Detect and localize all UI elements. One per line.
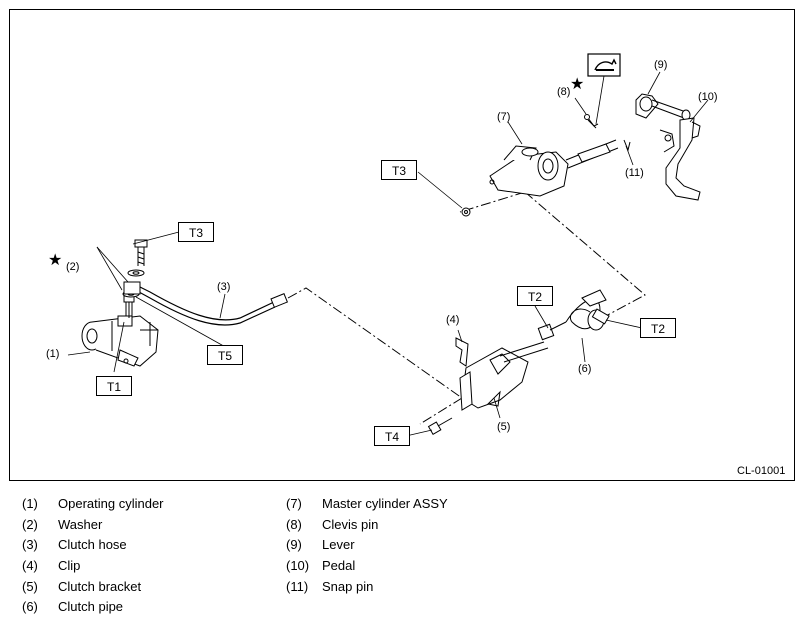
legend-number: (10)	[286, 558, 310, 573]
star-icon-clevis-pin: ★	[570, 76, 585, 93]
leader-t3-lower	[132, 231, 180, 245]
figure-code: CL-01001	[737, 465, 786, 477]
leader-snap-pin	[625, 145, 634, 166]
legend-item: (5) Clutch bracket	[22, 579, 272, 595]
legend-number: (2)	[22, 517, 38, 532]
leader-operating-cylinder	[67, 351, 91, 356]
operating-cylinder-part	[81, 315, 159, 367]
torque-label-t4: T4	[374, 426, 410, 446]
callout-master-cylinder: (7)	[497, 111, 511, 123]
exploded-view-drawing	[67, 53, 709, 437]
legend-name: Snap pin	[322, 579, 374, 594]
legend-item: (1) Operating cylinder	[22, 496, 272, 512]
legend-name: Master cylinder ASSY	[322, 496, 448, 511]
clutch-hose-part	[123, 281, 289, 326]
callout-clutch-bracket: (5)	[497, 421, 511, 433]
star-icon-washer: ★	[48, 252, 63, 269]
legend-name: Clutch pipe	[58, 599, 124, 614]
legend-number: (7)	[286, 496, 302, 511]
leader-t3-upper	[417, 171, 463, 209]
legend-name: Clutch bracket	[58, 579, 142, 594]
clip-part	[455, 337, 469, 367]
leader-master-cylinder	[507, 121, 523, 145]
legend-item: (9) Lever	[286, 537, 546, 553]
diagram-frame	[9, 9, 795, 481]
leader-t1	[113, 321, 125, 373]
lever-part	[635, 93, 691, 121]
leader-clutch-bracket	[493, 397, 501, 419]
legend-name: Clip	[58, 558, 81, 573]
torque-label-t2-lower: T2	[517, 286, 553, 306]
clutch-pipe-fitting-part	[537, 321, 567, 341]
clevis-pin-part	[584, 114, 599, 129]
legend-name: Lever	[322, 537, 355, 552]
torque-label-t3-upper: T3	[381, 160, 417, 180]
legend-item: (10) Pedal	[286, 558, 546, 574]
snap-pin-part	[623, 139, 631, 152]
legend-number: (3)	[22, 537, 38, 552]
leader-clevis-pin	[574, 97, 587, 115]
torque-label-t2-upper: T2	[640, 318, 676, 338]
legend-item: (3) Clutch hose	[22, 537, 272, 553]
torque-label-t1: T1	[96, 376, 132, 396]
legend-number: (5)	[22, 579, 38, 594]
legend-item: (6) Clutch pipe	[22, 599, 272, 615]
leader-t2-lower	[534, 305, 549, 329]
leader-pedal	[689, 99, 709, 123]
legend-number: (6)	[22, 599, 38, 614]
callout-clip: (4)	[446, 314, 460, 326]
callout-pedal: (10)	[698, 91, 718, 103]
grease-icon	[587, 53, 621, 77]
legend-item: (7) Master cylinder ASSY	[286, 496, 546, 512]
leader-clip	[457, 329, 463, 343]
callout-snap-pin: (11)	[625, 167, 644, 179]
legend-item: (8) Clevis pin	[286, 517, 546, 533]
leader-washer-lower	[96, 246, 123, 291]
callout-clevis-pin: (8)	[557, 86, 571, 98]
leader-t5	[135, 296, 230, 350]
union-bolt-part	[134, 239, 148, 266]
legend-number: (4)	[22, 558, 38, 573]
leader-t2-upper	[605, 319, 643, 329]
callout-operating-cylinder: (1)	[46, 348, 60, 360]
callout-clutch-pipe: (6)	[578, 363, 592, 375]
callout-washer: (2)	[66, 261, 80, 273]
legend-name: Operating cylinder	[58, 496, 164, 511]
legend-number: (1)	[22, 496, 38, 511]
torque-label-t3-lower: T3	[178, 222, 214, 242]
leader-clutch-hose	[219, 293, 226, 319]
torque-label-t5: T5	[207, 345, 243, 365]
clutch-pipe-part	[565, 289, 610, 331]
leader-grease-icon	[595, 75, 605, 125]
legend-number: (9)	[286, 537, 302, 552]
legend-name: Clutch hose	[58, 537, 127, 552]
leader-clutch-pipe	[581, 337, 586, 363]
legend-item: (4) Clip	[22, 558, 272, 574]
legend-item: (2) Washer	[22, 517, 272, 533]
legend-name: Clevis pin	[322, 517, 379, 532]
leader-washer-upper	[96, 246, 129, 283]
leader-lever	[647, 71, 661, 95]
master-cylinder-part	[461, 139, 619, 217]
legend-name: Pedal	[322, 558, 356, 573]
callout-clutch-hose: (3)	[217, 281, 231, 293]
bleeder-bolt-part	[123, 295, 135, 318]
clutch-bracket-part	[459, 341, 549, 411]
legend-number: (11)	[286, 579, 309, 594]
callout-lever: (9)	[654, 59, 668, 71]
legend-name: Washer	[58, 517, 103, 532]
leader-t4	[405, 429, 433, 437]
pedal-part	[659, 117, 701, 201]
bracket-bolt-part	[427, 417, 453, 436]
legend-item: (11) Snap pin	[286, 579, 546, 595]
legend-number: (8)	[286, 517, 302, 532]
